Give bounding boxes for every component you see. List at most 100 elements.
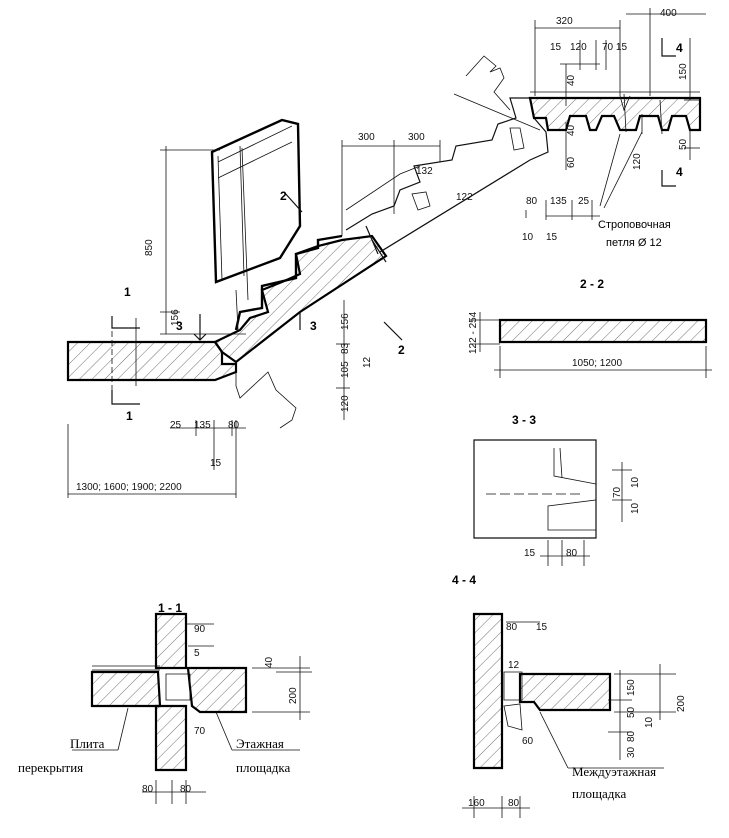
section-3-3 <box>473 439 632 566</box>
dim-15-b: 15 <box>546 232 558 243</box>
callout-labels: Строповочная петля Ø 12 Плита перекрытия… <box>18 219 671 801</box>
dim-105: 105 <box>340 361 351 378</box>
dim-70: 70 <box>612 486 623 498</box>
dim-80-g: 80 <box>626 730 637 742</box>
dim-70-15: 70 15 <box>602 42 627 53</box>
railing <box>210 118 302 331</box>
top-break-line <box>465 55 511 111</box>
section-title-1-1: 1 - 1 <box>158 601 182 615</box>
dim-25-b: 25 <box>170 420 182 431</box>
upper-landing-detail <box>528 91 702 135</box>
dim-150: 150 <box>678 63 689 80</box>
upper-flight-outline <box>345 97 549 253</box>
break-line <box>365 225 387 263</box>
section-1-1 <box>72 612 312 804</box>
dim-80-d: 80 <box>142 784 154 795</box>
dim-80-b: 80 <box>228 420 240 431</box>
dim-132: 132 <box>416 166 433 177</box>
dim-15-c: 15 <box>210 458 222 469</box>
label-etazh-2: площадка <box>236 760 290 775</box>
dim-122-254: 122 - 254 <box>468 311 479 354</box>
dim-60: 60 <box>566 156 577 168</box>
marker-4-top: 4 <box>676 41 683 55</box>
dim-200: 200 <box>288 687 299 704</box>
dim-120-c: 120 <box>340 395 351 412</box>
dim-80-h: 80 <box>508 798 520 809</box>
dim-120-b: 120 <box>632 153 643 170</box>
dim-850: 850 <box>144 239 155 256</box>
dim-83: 83 <box>340 342 351 354</box>
dim-40: 40 <box>566 74 577 86</box>
dim-50-b: 50 <box>626 706 637 718</box>
dim-50: 50 <box>678 138 689 150</box>
dim-25: 25 <box>578 196 590 207</box>
dim-80-c: 80 <box>566 548 578 559</box>
dim-135-b: 135 <box>194 420 211 431</box>
marker-1-bottom: 1 <box>126 409 133 423</box>
dim-80-f: 80 <box>506 622 518 633</box>
insert-box-2 <box>509 127 525 151</box>
support-bracket <box>235 371 297 429</box>
dim-400: 400 <box>660 8 677 19</box>
label-mezh-2: площадка <box>572 786 626 801</box>
section-2-2 <box>470 312 712 378</box>
dim-70-b: 70 <box>194 726 206 737</box>
upper-flight-step-line <box>345 165 421 211</box>
dim-40-b: 40 <box>566 124 577 136</box>
dim-122: 122 <box>456 192 473 203</box>
section-4-4 <box>462 612 676 818</box>
dim-60-b: 60 <box>522 736 534 747</box>
label-strop-1: Строповочная <box>598 219 671 231</box>
dim-1050: 1050; 1200 <box>572 358 622 369</box>
leader-line <box>453 93 541 131</box>
dim-15: 15 <box>550 42 562 53</box>
label-plita-2: перекрытия <box>18 760 83 775</box>
dim-30: 30 <box>626 746 637 758</box>
dim-300-a: 300 <box>358 132 375 143</box>
insert-box <box>411 191 431 211</box>
marker-1-top: 1 <box>124 285 131 299</box>
elevation-bottom-dims <box>67 300 350 498</box>
marker-3-right: 3 <box>310 319 317 333</box>
marker-4-bottom: 4 <box>676 165 683 179</box>
dim-320: 320 <box>556 16 573 27</box>
lower-landing-slab <box>66 340 238 382</box>
marker-2-top: 2 <box>280 189 287 203</box>
dim-90: 90 <box>194 624 206 635</box>
label-mezh-1: Междуэтажная <box>572 764 656 779</box>
stair-flight-body <box>213 234 388 364</box>
dim-5: 5 <box>194 648 200 659</box>
section-markers <box>111 38 676 405</box>
marker-2-bottom: 2 <box>398 343 405 357</box>
dim-span: 1300; 1600; 1900; 2200 <box>76 482 182 493</box>
dim-150-b: 150 <box>626 679 637 696</box>
dim-120: 120 <box>570 42 587 53</box>
label-strop-2: петля Ø 12 <box>606 237 662 249</box>
dim-10-d: 10 <box>644 716 655 728</box>
dim-156-a: 156 <box>170 309 181 326</box>
top-dimensions <box>160 8 706 335</box>
section-title-4-4: 4 - 4 <box>452 573 476 587</box>
dimension-labels: 320 400 15 120 70 15 40 150 40 50 60 120… <box>76 8 689 809</box>
label-etazh-1: Этажная <box>236 736 284 751</box>
dim-10: 10 <box>522 232 534 243</box>
dim-15-d: 15 <box>524 548 536 559</box>
dim-135: 135 <box>550 196 567 207</box>
dim-12: 12 <box>362 356 373 368</box>
dim-156-b: 156 <box>340 313 351 330</box>
marker-3-left: 3 <box>176 319 183 333</box>
dim-10-c: 10 <box>630 502 641 514</box>
section-labels: 1 - 1 2 - 2 3 - 3 4 - 4 1 1 2 2 3 3 4 4 <box>124 41 683 615</box>
stair-steps-outline <box>234 234 343 331</box>
dim-15-e: 15 <box>536 622 548 633</box>
section-title-2-2: 2 - 2 <box>580 277 604 291</box>
dim-160: 160 <box>468 798 485 809</box>
stair-flight-elevation <box>66 55 549 429</box>
dim-200-b: 200 <box>676 695 687 712</box>
dim-80-e: 80 <box>180 784 192 795</box>
dim-12-b: 12 <box>508 660 520 671</box>
dim-40-c: 40 <box>264 656 275 668</box>
dim-300-b: 300 <box>408 132 425 143</box>
dim-80: 80 <box>526 196 538 207</box>
